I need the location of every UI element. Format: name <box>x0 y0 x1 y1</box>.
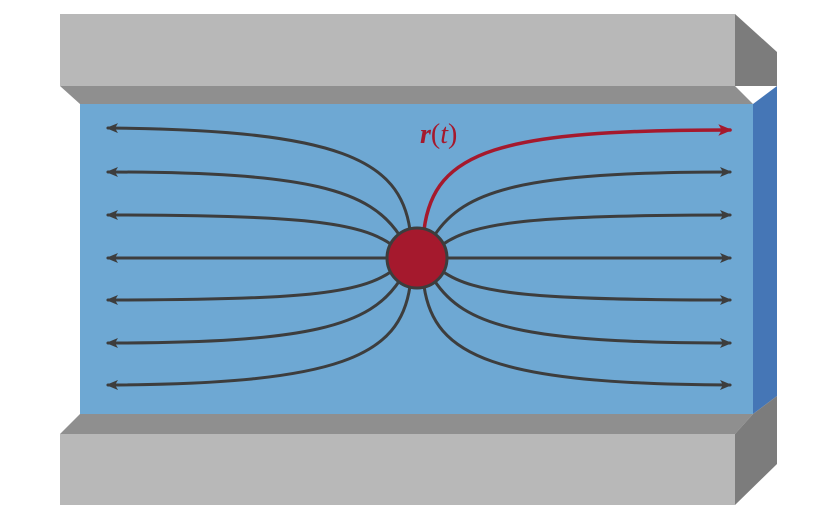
trajectory-paren-open: ( <box>431 119 440 150</box>
streamline-right-6 <box>432 278 732 348</box>
trajectory-paren-close: ) <box>448 119 457 150</box>
trajectory-argument: t <box>440 119 449 150</box>
trajectory-label: r(t) <box>420 119 457 150</box>
streamline-left-2 <box>106 167 402 238</box>
trajectory-arrow <box>422 124 733 232</box>
streamline-left-7 <box>106 284 412 390</box>
bottom-plate-face <box>60 434 735 505</box>
streamlines <box>106 123 732 390</box>
bottom-plate-side <box>735 396 777 505</box>
streamline-right-7 <box>422 284 732 390</box>
streamline-left-5 <box>106 269 394 305</box>
top-plate-shadow <box>60 86 753 104</box>
streamline-right-2 <box>432 167 732 238</box>
bottom-plate <box>60 396 777 505</box>
top-plate-face <box>60 14 735 86</box>
particle <box>385 226 449 290</box>
trajectory-symbol: r <box>420 119 432 150</box>
fluid-side-face <box>753 86 777 414</box>
streamline-left-6 <box>106 278 402 348</box>
top-plate-side <box>735 14 777 86</box>
streamline-left-1 <box>106 123 412 232</box>
bottom-plate-shadow <box>60 414 753 434</box>
streamline-right-3 <box>440 210 732 247</box>
top-plate <box>60 14 777 104</box>
streamline-left-3 <box>106 210 394 247</box>
streamline-right-5 <box>440 269 732 305</box>
